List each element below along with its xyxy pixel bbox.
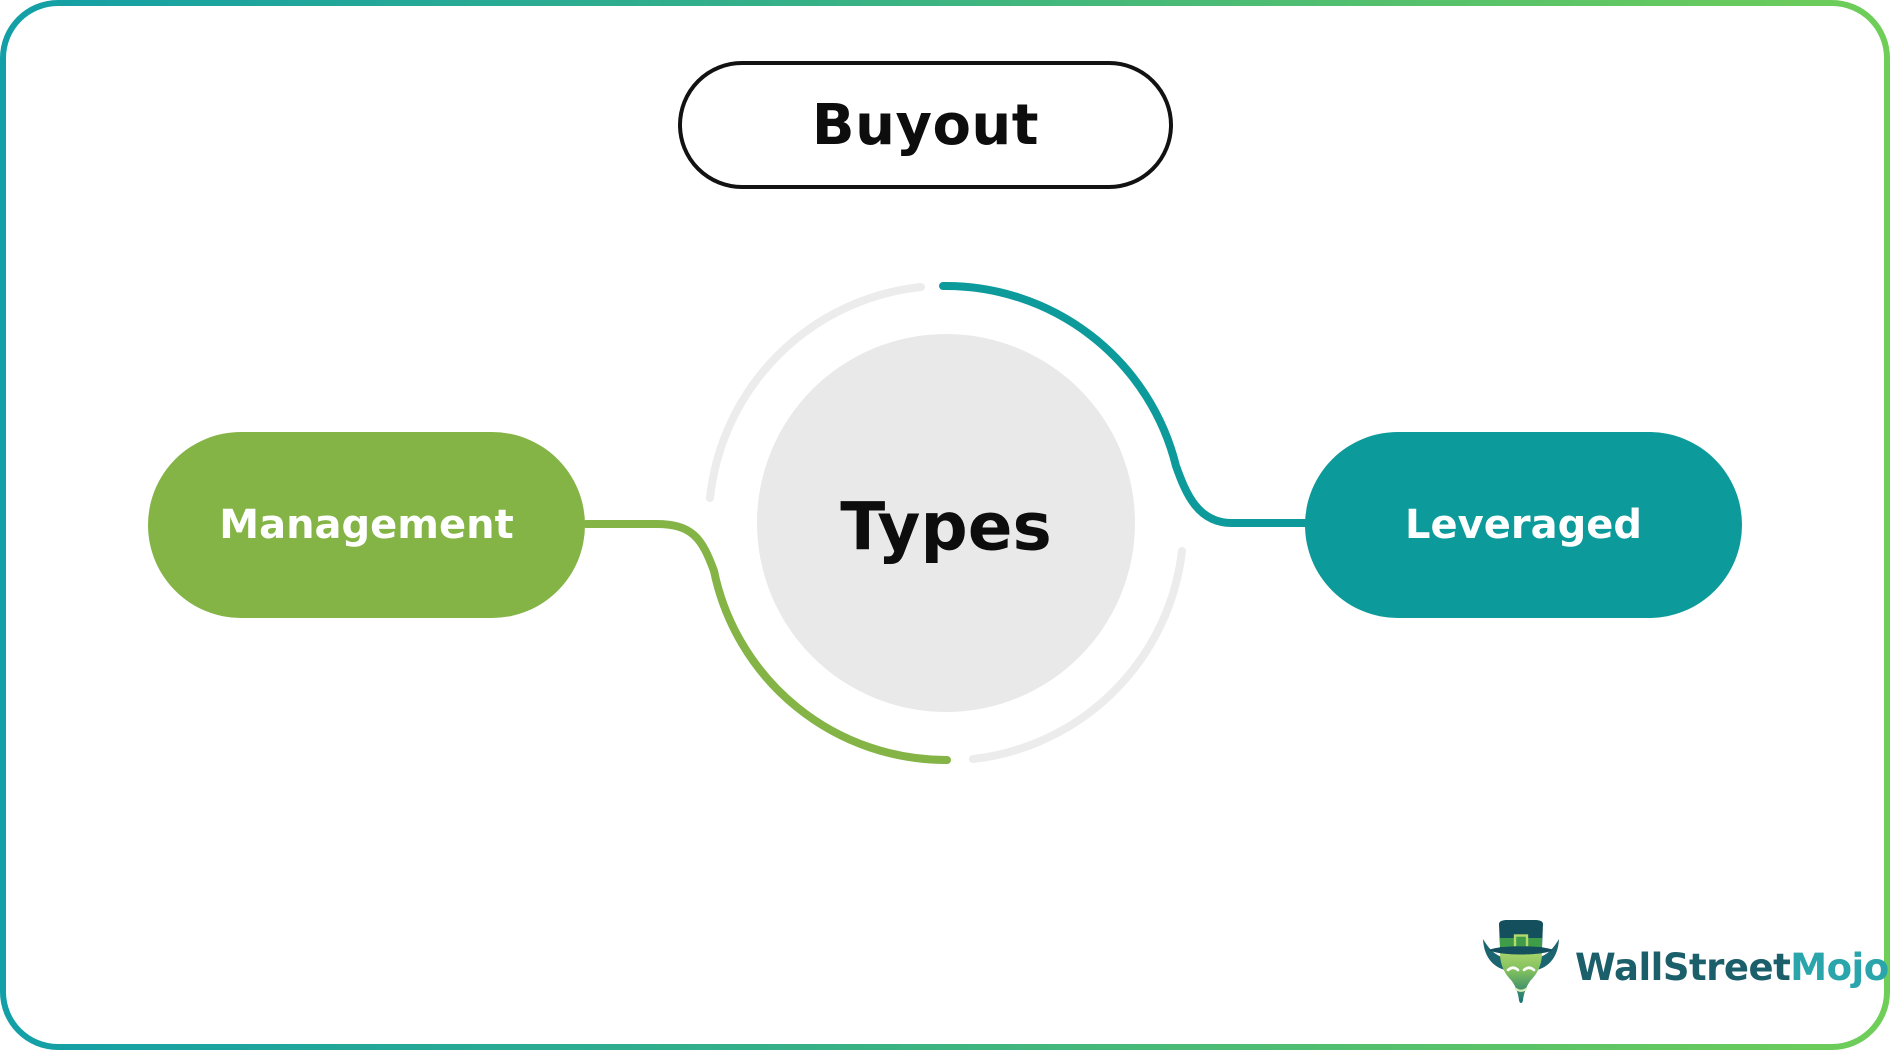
- gray-arc-top-left: [706, 283, 925, 502]
- center-label: Types: [840, 488, 1052, 566]
- gray-arc-bottom-right: [969, 547, 1186, 763]
- brand-mojo: Mojo: [1790, 945, 1889, 989]
- node-leveraged: Leveraged: [1305, 432, 1742, 618]
- node-management-label: Management: [219, 502, 514, 548]
- teal-connector-arc: [939, 281, 1310, 527]
- wallstreetmojo-logo: WallStreetMojo: [1477, 916, 1889, 1018]
- brand-wallstreet: WallStreet: [1575, 945, 1791, 989]
- node-leveraged-label: Leveraged: [1405, 502, 1642, 548]
- title-label: Buyout: [811, 92, 1040, 158]
- bull-mascot-icon: [1483, 920, 1559, 1003]
- green-connector-arc: [582, 520, 951, 765]
- center-circle: [757, 334, 1135, 712]
- brand-wordmark: WallStreetMojo: [1575, 946, 1889, 989]
- title-pill: Buyout: [678, 61, 1173, 189]
- node-management: Management: [148, 432, 585, 618]
